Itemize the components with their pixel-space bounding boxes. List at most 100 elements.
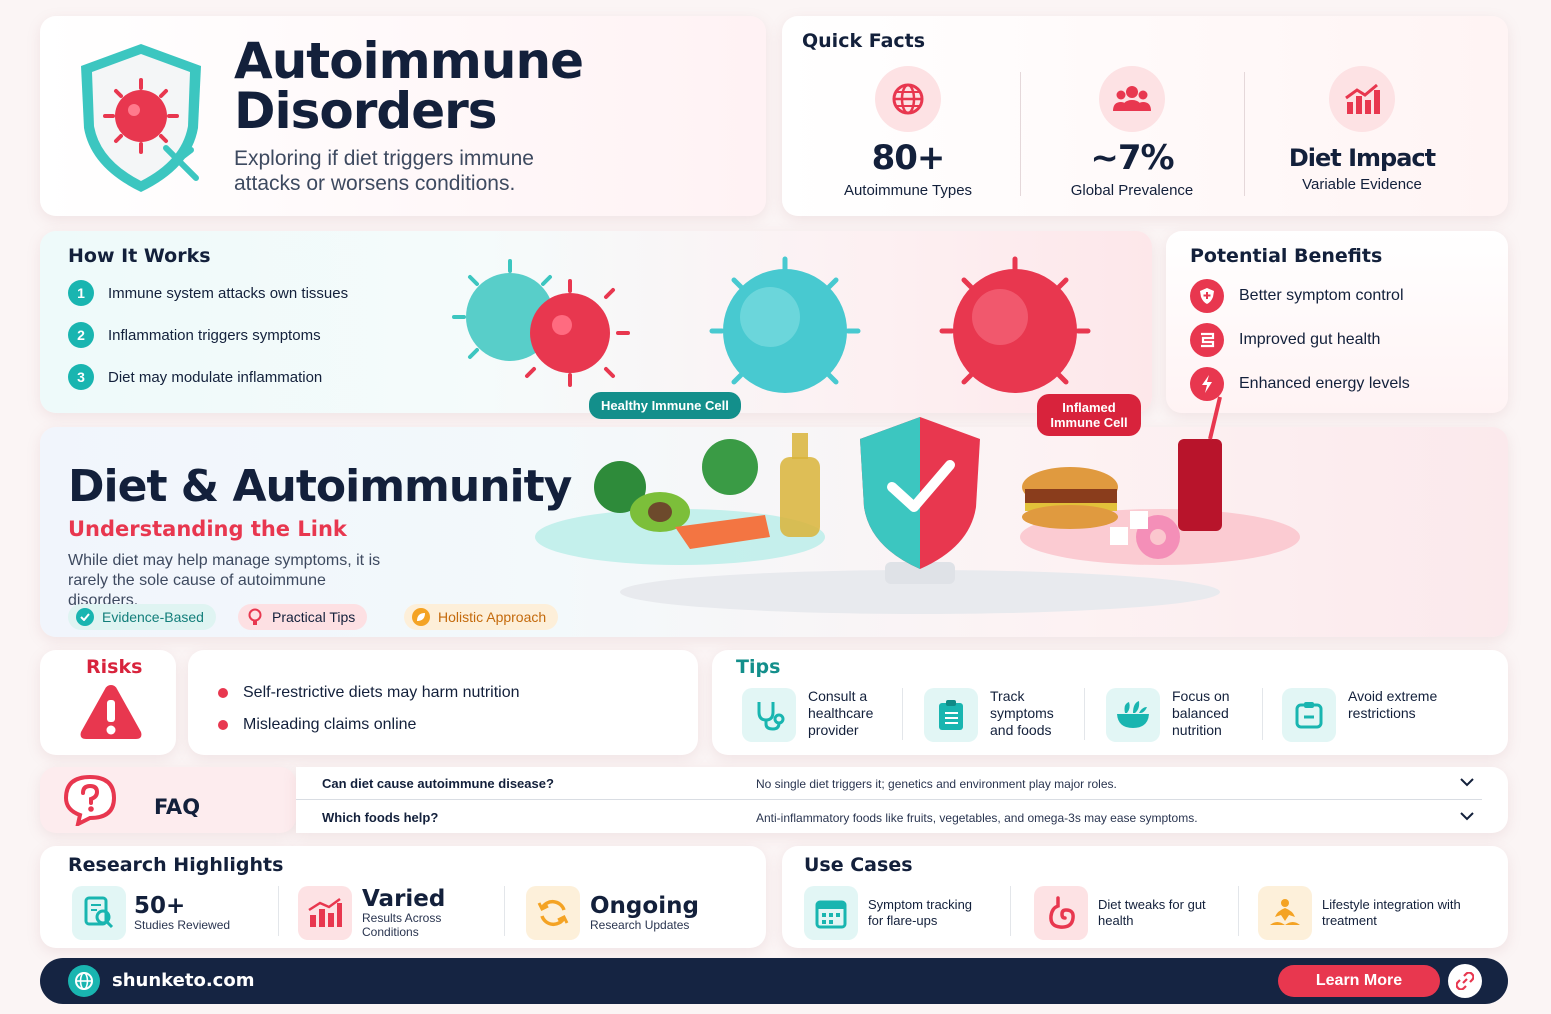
refresh-icon xyxy=(526,886,580,940)
fact-label: Variable Evidence xyxy=(1302,176,1422,193)
research-heading: Research Highlights xyxy=(68,854,284,876)
faq-answer: No single diet triggers it; genetics and… xyxy=(756,777,1117,791)
risks-card: Risks xyxy=(40,650,176,755)
inflamed-cell-label: Inflamed Immune Cell xyxy=(1037,394,1141,436)
diet-description: While diet may help manage symptoms, it … xyxy=(68,552,381,609)
chevron-down-icon[interactable] xyxy=(1460,812,1474,821)
research-item: Varied Results Across Conditions xyxy=(298,886,462,940)
faq-item[interactable]: Can diet cause autoimmune disease? No si… xyxy=(296,767,1482,800)
site-link[interactable]: shunketo.com xyxy=(112,970,255,991)
inflamed-cell-icon xyxy=(939,256,1091,393)
research-value: 50+ xyxy=(134,893,186,919)
immune-cells-illustration xyxy=(452,256,1091,393)
tip-item: Track symptoms and foods xyxy=(924,688,1094,742)
chevron-down-icon[interactable] xyxy=(1460,778,1474,787)
stomach-icon xyxy=(1034,886,1088,940)
step-number: 2 xyxy=(68,322,94,348)
divider xyxy=(1020,72,1021,196)
stethoscope-icon xyxy=(742,688,796,742)
document-search-icon xyxy=(72,886,126,940)
research-item: Ongoing Research Updates xyxy=(526,886,699,940)
pill-label: Holistic Approach xyxy=(438,609,547,625)
healthy-food-icon xyxy=(594,433,820,549)
use-case-item: Diet tweaks for gut health xyxy=(1034,886,1208,940)
leaf-icon xyxy=(412,608,430,626)
bullet-icon xyxy=(218,688,228,698)
benefits-heading: Potential Benefits xyxy=(1190,245,1383,267)
faq-question: Which foods help? xyxy=(322,810,439,825)
use-case-text: Lifestyle integration with treatment xyxy=(1322,897,1461,928)
footer-bar: shunketo.com Learn More xyxy=(40,958,1508,1004)
healthy-cell-label: Healthy Immune Cell xyxy=(589,392,741,419)
benefit-item: Enhanced energy levels xyxy=(1190,367,1410,401)
benefit-item: Better symptom control xyxy=(1190,279,1404,313)
fact-label: Global Prevalence xyxy=(1070,182,1194,199)
diet-title: Diet & Autoimmunity xyxy=(68,461,572,512)
pill-label: Practical Tips xyxy=(272,609,356,625)
checkmark-shield-icon xyxy=(860,417,980,584)
fact-value: ~7% xyxy=(1090,138,1174,178)
lightbulb-icon xyxy=(246,608,264,626)
risk-item: Self-restrictive diets may harm nutritio… xyxy=(218,684,520,702)
faq-question: Can diet cause autoimmune disease? xyxy=(322,776,554,791)
divider xyxy=(1084,688,1085,740)
people-icon xyxy=(1099,66,1165,132)
risks-heading: Risks xyxy=(86,656,143,678)
potential-benefits-card: Potential Benefits Better symptom contro… xyxy=(1166,231,1508,413)
pill-holistic-approach: Holistic Approach xyxy=(404,604,559,630)
page-subtitle: Exploring if diet triggers immune attack… xyxy=(234,147,534,195)
diet-tagline: Understanding the Link xyxy=(68,517,347,541)
step-item: 2 Inflammation triggers symptoms xyxy=(68,322,321,348)
fact-autoimmune-types: 80+ Autoimmune Types xyxy=(798,66,1018,199)
step-number: 1 xyxy=(68,280,94,306)
use-case-item: Symptom tracking for flare-ups xyxy=(804,886,988,940)
use-case-text: Diet tweaks for gut health xyxy=(1098,897,1206,928)
fact-label: Autoimmune Types xyxy=(843,182,973,199)
research-value: Varied xyxy=(362,886,446,912)
calendar-icon xyxy=(804,886,858,940)
bullet-icon xyxy=(218,720,228,730)
diet-autoimmunity-banner: Diet & Autoimmunity Understanding the Li… xyxy=(40,396,1508,637)
link-icon xyxy=(1456,972,1474,990)
faq-label-card: FAQ xyxy=(40,767,296,833)
globe-icon xyxy=(68,965,100,997)
tip-text: Focus on balanced nutrition xyxy=(1172,688,1230,738)
step-text: Diet may modulate inflammation xyxy=(108,368,323,386)
divider xyxy=(902,688,903,740)
step-text: Immune system attacks own tissues xyxy=(108,284,349,302)
healthy-cell-icon xyxy=(709,256,861,393)
divider xyxy=(296,799,1482,800)
research-item: 50+ Studies Reviewed xyxy=(72,886,230,940)
research-label: Research Updates xyxy=(590,918,690,932)
research-label: Studies Reviewed xyxy=(134,918,231,932)
clipboard-icon xyxy=(924,688,978,742)
bar-chart-icon xyxy=(298,886,352,940)
pill-evidence-based: Evidence-Based xyxy=(68,604,216,630)
divider xyxy=(1262,688,1263,740)
faq-item[interactable]: Which foods help? Anti-inflammatory food… xyxy=(296,800,1482,833)
processed-food-icon xyxy=(1022,396,1222,559)
use-cases-card: Use Cases Symptom tracking for flare-ups… xyxy=(782,846,1508,948)
divider xyxy=(1244,72,1245,196)
use-case-text: Symptom tracking for flare-ups xyxy=(868,897,973,928)
page-title: Autoimmune Disorders xyxy=(234,32,584,140)
step-text: Inflammation triggers symptoms xyxy=(108,326,321,344)
tips-heading: Tips xyxy=(736,656,781,678)
step-item: 3 Diet may modulate inflammation xyxy=(68,364,322,390)
risk-text: Misleading claims online xyxy=(243,716,417,733)
check-icon xyxy=(76,608,94,626)
diet-scale-illustration xyxy=(535,396,1300,614)
risk-item: Misleading claims online xyxy=(218,716,416,734)
hero-card: Autoimmune Disorders Exploring if diet t… xyxy=(40,16,766,216)
faq-list: Can diet cause autoimmune disease? No si… xyxy=(296,767,1508,833)
shield-icon xyxy=(1190,279,1224,313)
learn-more-button[interactable]: Learn More xyxy=(1278,965,1440,997)
warning-icon xyxy=(80,685,142,739)
faq-heading: FAQ xyxy=(154,795,201,819)
tip-item: Avoid extreme restrictions xyxy=(1282,688,1492,742)
link-button[interactable] xyxy=(1448,964,1482,998)
red-virus-icon xyxy=(525,279,630,387)
benefit-text: Better symptom control xyxy=(1239,287,1404,304)
how-it-works-card: How It Works 1 Immune system attacks own… xyxy=(40,231,1152,413)
quick-facts-heading: Quick Facts xyxy=(802,30,926,52)
